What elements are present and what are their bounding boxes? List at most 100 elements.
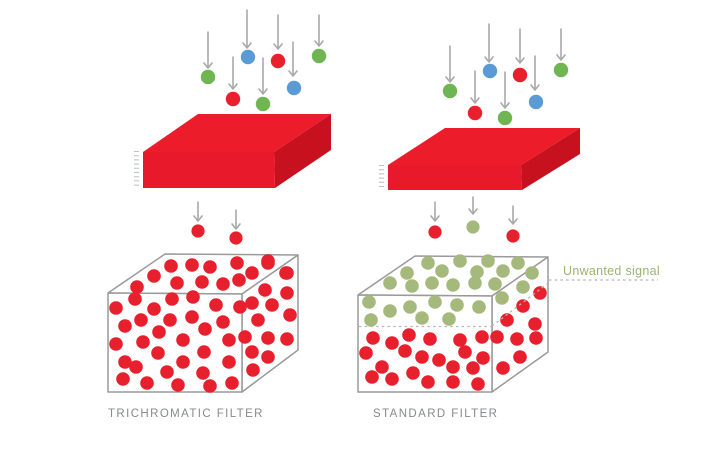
right-filter-label: STANDARD FILTER: [373, 408, 498, 420]
box-dot: [116, 372, 130, 386]
down-arrow-icon: [193, 201, 203, 222]
box-dot: [230, 256, 244, 270]
box-dot: [222, 333, 236, 347]
box-dot: [152, 325, 166, 339]
box-dot: [375, 360, 389, 374]
box-dot: [475, 330, 489, 344]
box-dot: [203, 379, 217, 393]
box-dot: [383, 304, 397, 318]
box-dot: [365, 370, 379, 384]
box-dot: [118, 355, 132, 369]
down-arrow-icon: [288, 41, 298, 77]
box-dot: [245, 296, 259, 310]
box-dot: [185, 258, 199, 272]
down-arrow-icon: [203, 31, 213, 69]
box-dot: [403, 300, 417, 314]
box-dot: [481, 254, 495, 268]
box-dot: [423, 332, 437, 346]
photon-dot: [528, 94, 544, 110]
box-dot: [528, 317, 542, 331]
box-dot: [533, 286, 547, 300]
box-dot: [197, 345, 211, 359]
box-dot: [446, 278, 460, 292]
box-dot: [468, 276, 482, 290]
transmitted-photon-dot: [191, 224, 205, 238]
box-dot: [261, 350, 275, 364]
box-dot: [245, 345, 259, 359]
photon-dot: [482, 63, 498, 79]
box-dot: [196, 366, 210, 380]
box-dot: [359, 346, 373, 360]
box-dot: [450, 298, 464, 312]
photon-dot: [255, 96, 271, 112]
box-dot: [176, 355, 190, 369]
box-dot: [186, 290, 200, 304]
box-dot: [490, 330, 504, 344]
box-dot: [446, 360, 460, 374]
box-dot: [216, 315, 230, 329]
box-dot: [280, 286, 294, 300]
down-arrow-icon: [242, 9, 252, 49]
unwanted-signal-callout: [359, 279, 658, 328]
down-arrow-icon: [500, 71, 510, 109]
box-dot: [496, 361, 510, 375]
box-dot: [136, 335, 150, 349]
box-dot: [209, 298, 223, 312]
box-dot: [134, 313, 148, 327]
box-dot: [525, 266, 539, 280]
box-dot: [432, 353, 446, 367]
box-dot: [510, 332, 524, 346]
box-dot: [421, 375, 435, 389]
box-dot: [471, 377, 485, 391]
box-dot: [496, 264, 510, 278]
box-dot: [251, 313, 265, 327]
down-arrow-icon: [484, 23, 494, 63]
down-arrow-icon: [468, 196, 478, 215]
box-dot: [165, 292, 179, 306]
down-arrow-icon: [258, 57, 268, 95]
box-dot: [405, 279, 419, 293]
box-dot: [442, 312, 456, 326]
box-dot: [147, 269, 161, 283]
down-arrow-icon: [470, 70, 480, 104]
box-dot: [511, 256, 525, 270]
down-arrow-icon: [515, 28, 525, 64]
box-dot: [425, 276, 439, 290]
transmitted-photon-dot: [229, 231, 243, 245]
box-dot: [516, 299, 530, 313]
box-dot: [147, 302, 161, 316]
box-dot: [453, 333, 467, 347]
box-dot: [222, 355, 236, 369]
filter-slabs-layer: [134, 114, 580, 190]
box-dot: [470, 265, 484, 279]
box-dot: [385, 336, 399, 350]
box-dot: [170, 276, 184, 290]
box-dot: [164, 259, 178, 273]
box-dot: [261, 256, 275, 270]
photon-dot: [225, 91, 241, 107]
box-dot: [233, 300, 247, 314]
box-dot: [225, 376, 239, 390]
box-dot: [109, 301, 123, 315]
box-dot: [362, 295, 376, 309]
box-dot: [245, 266, 259, 280]
down-arrow-icon: [445, 45, 455, 83]
box-dot: [476, 351, 490, 365]
photon-dot: [270, 53, 286, 69]
box-dot: [472, 300, 486, 314]
box-dot: [421, 256, 435, 270]
box-dot: [398, 344, 412, 358]
down-arrow-icon: [273, 14, 283, 50]
box-dot: [385, 372, 399, 386]
box-dot: [446, 375, 460, 389]
box-dot: [129, 360, 143, 374]
photon-dot: [497, 110, 513, 126]
box-dot: [171, 378, 185, 392]
box-dot: [280, 332, 294, 346]
down-arrow-icon: [231, 209, 241, 230]
box-dot: [402, 328, 416, 342]
box-dot: [415, 350, 429, 364]
box-dot: [258, 283, 272, 297]
